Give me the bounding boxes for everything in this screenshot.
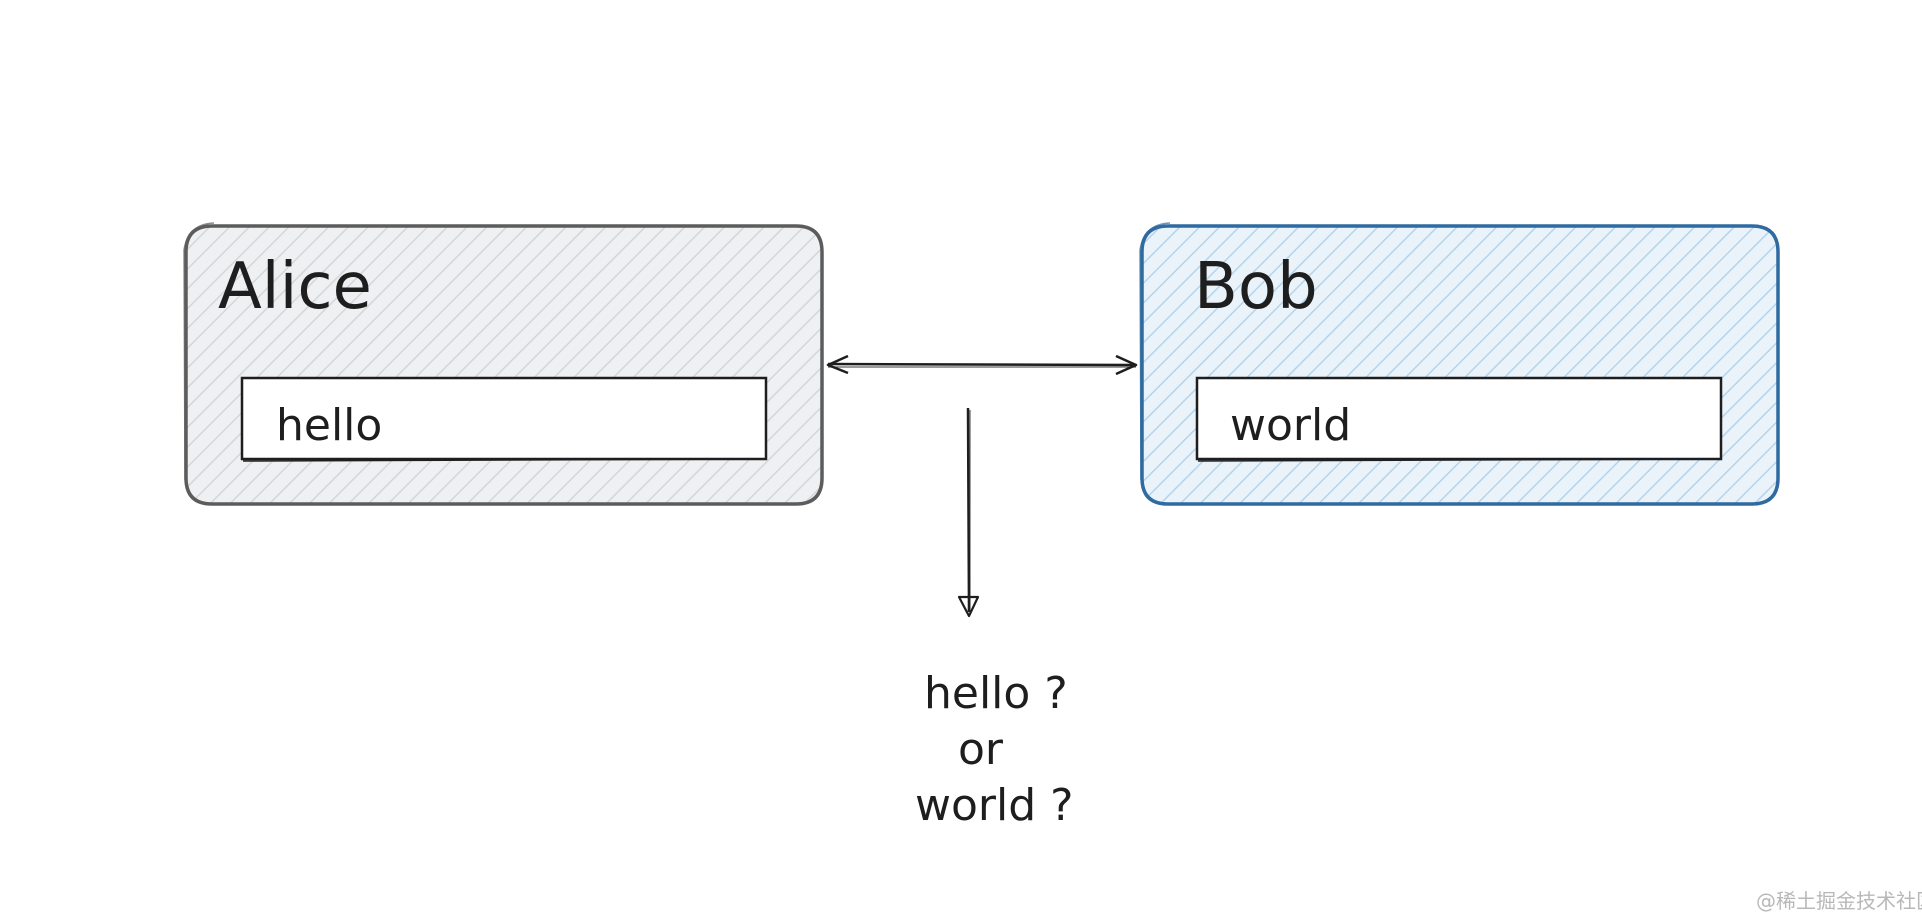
- right-arrowhead: [1115, 354, 1138, 376]
- bob-field: [1195, 376, 1723, 461]
- bob-node: [1139, 222, 1780, 506]
- bob-field-value: world: [1230, 400, 1352, 451]
- result-down-arrow: [957, 407, 980, 618]
- question-line-hello: hello ?: [924, 668, 1068, 719]
- sync-connector-arrow: [826, 354, 1138, 376]
- down-arrowhead: [957, 595, 980, 618]
- bob-title: Bob: [1194, 250, 1318, 324]
- question-line-or: or: [958, 724, 1004, 775]
- alice-node: [183, 222, 824, 506]
- alice-field: [240, 376, 768, 461]
- watermark-text: @稀土掘金技术社区: [1756, 889, 1922, 913]
- alice-title: Alice: [218, 250, 372, 324]
- alice-field-value: hello: [276, 400, 383, 451]
- question-line-world: world ?: [915, 780, 1074, 831]
- left-arrowhead: [826, 354, 849, 375]
